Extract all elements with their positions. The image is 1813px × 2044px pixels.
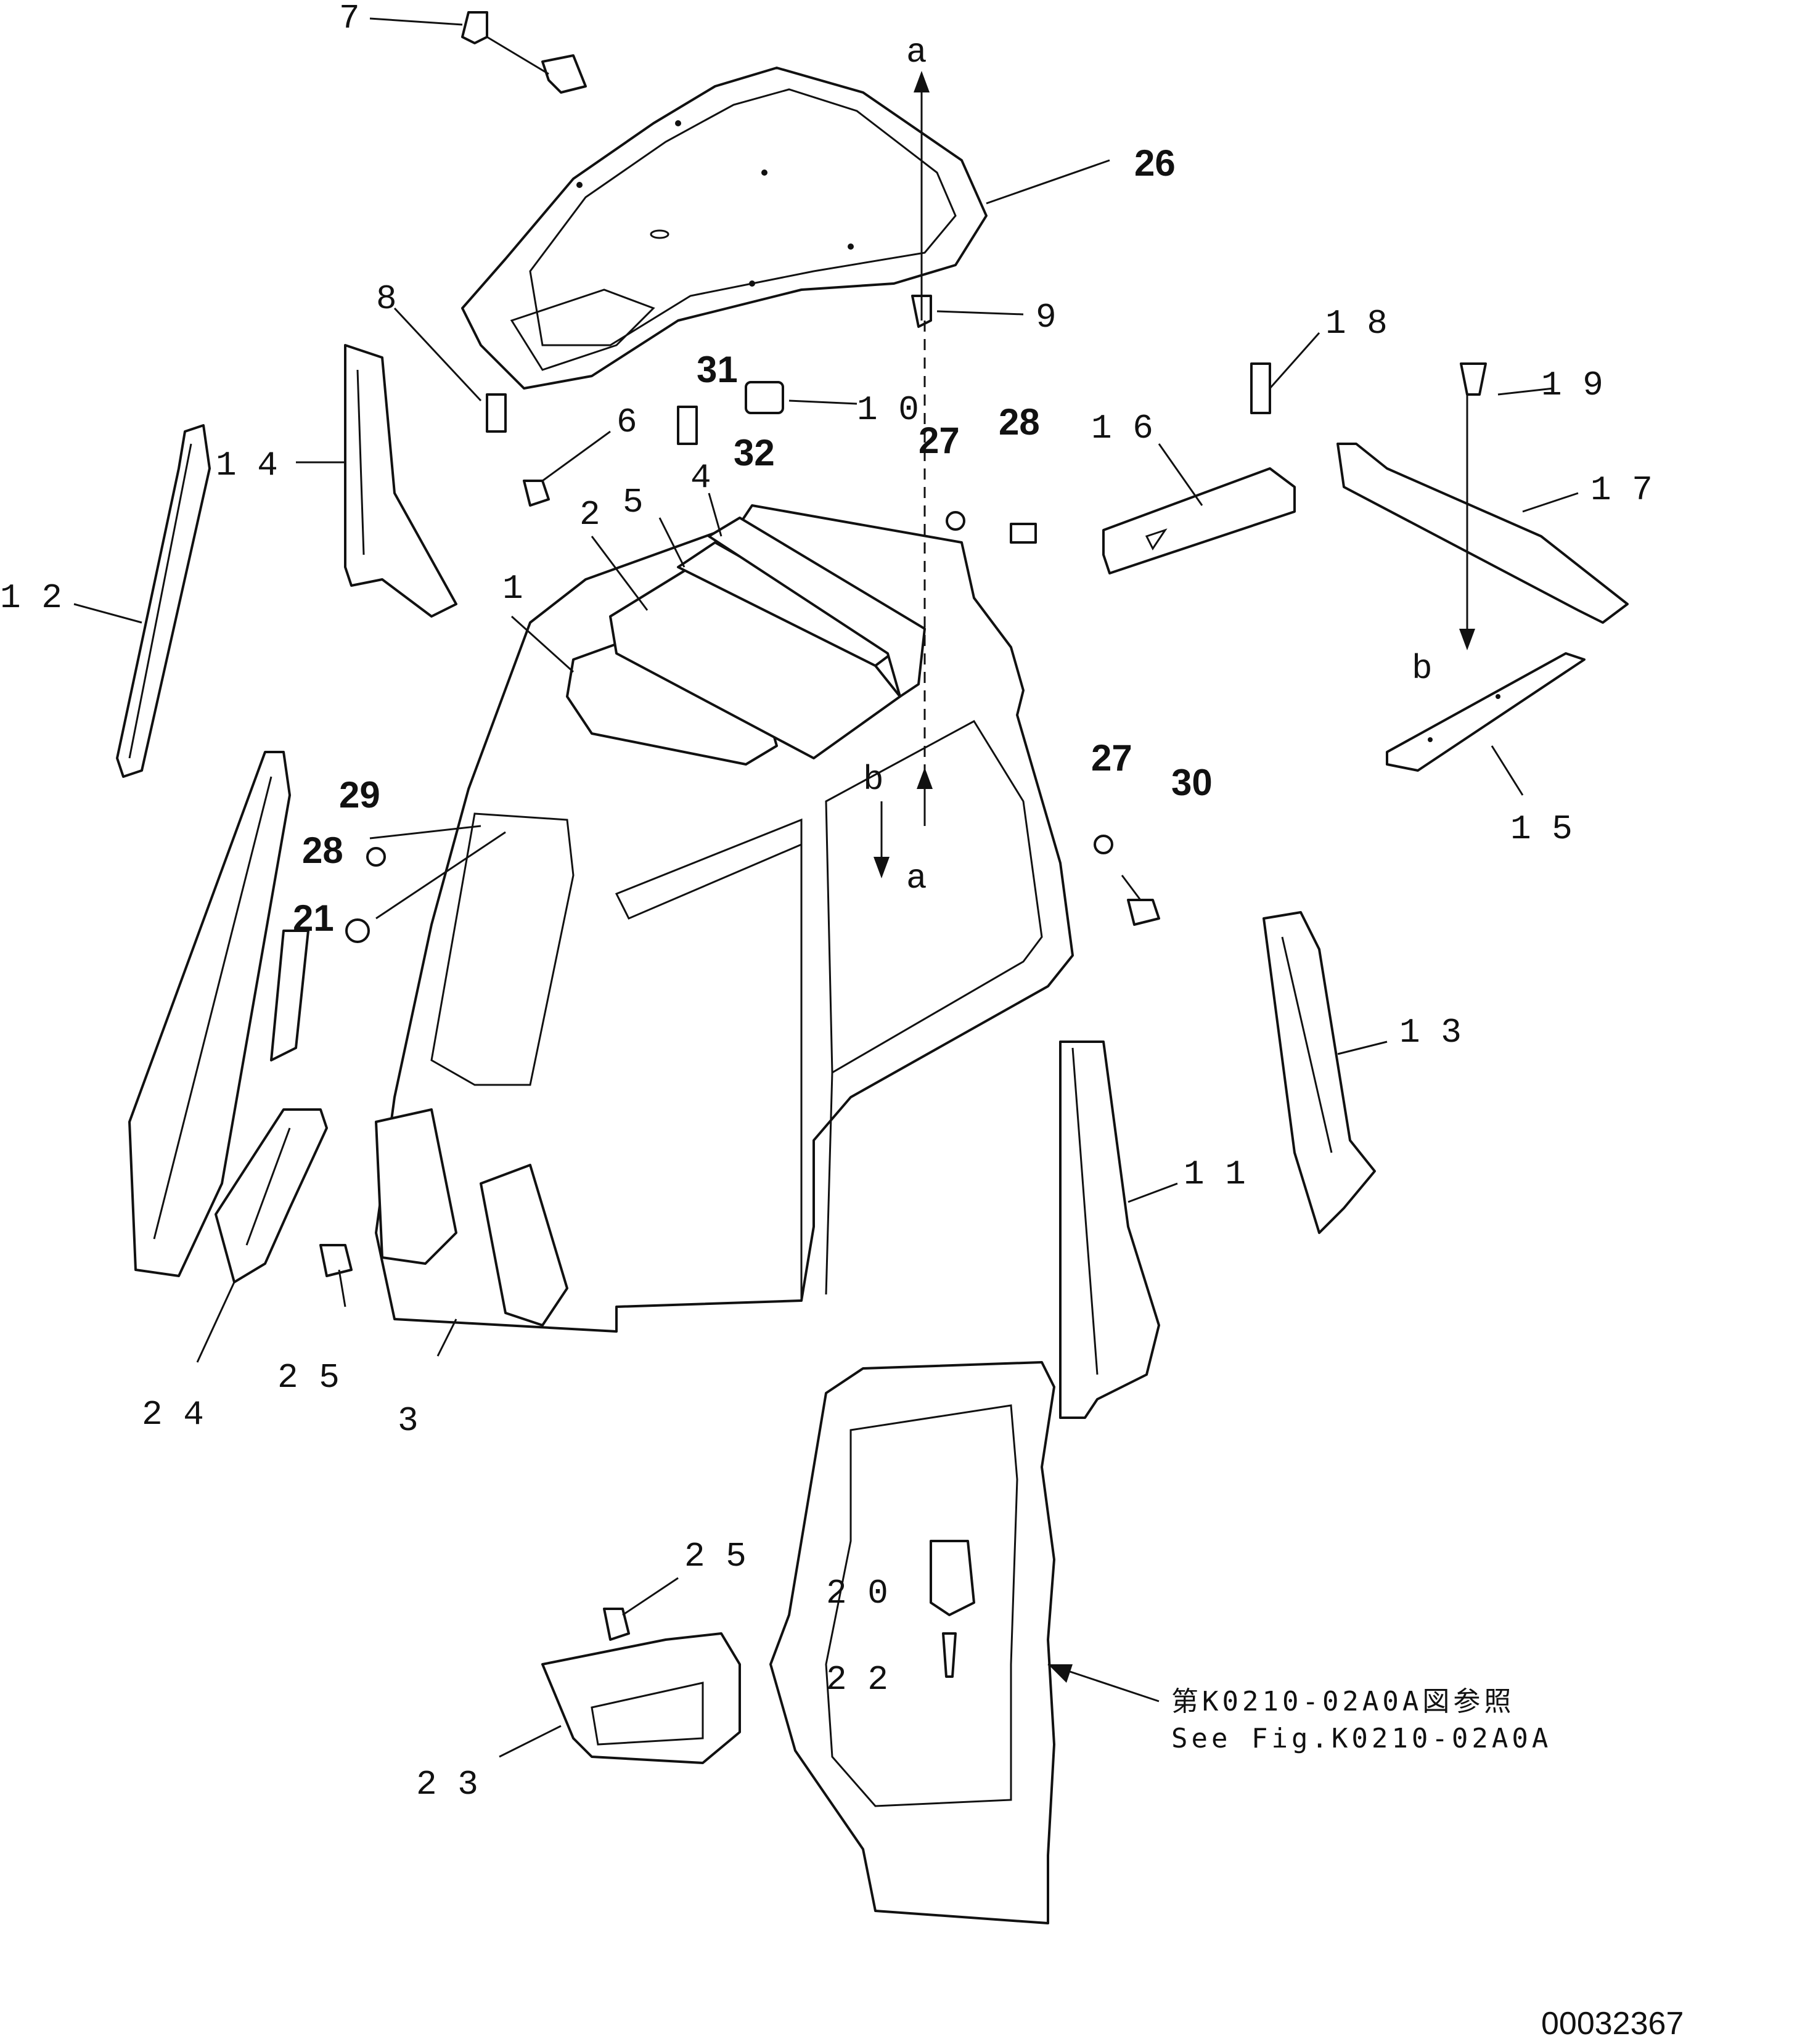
- callout-25-left: 2 5: [277, 1358, 340, 1397]
- callout-19: 1 9: [1541, 366, 1603, 405]
- reference-note-ja: 第K0210-02A0A図参照: [1171, 1686, 1515, 1717]
- door-assembly: [769, 1361, 1055, 1924]
- callout-25-door: 2 5: [684, 1537, 747, 1576]
- part-16-rail: [1102, 467, 1296, 574]
- part-15-rail: [1386, 652, 1586, 772]
- arrow-label-a-top: a: [906, 33, 927, 72]
- callout-13: 1 3: [1399, 1013, 1462, 1052]
- part-14-pillar-trim: [344, 344, 457, 618]
- document-number: 00032367: [1541, 2006, 1684, 2042]
- callout-9: 9: [1036, 298, 1057, 337]
- part-21-clip: [270, 930, 309, 1061]
- callout-24: 2 4: [142, 1395, 204, 1434]
- callout-28-top: 28: [999, 401, 1040, 443]
- part-23-panel: [541, 1632, 741, 1764]
- cab-frame: [375, 504, 1074, 1333]
- callout-15: 1 5: [1510, 809, 1573, 849]
- part-12-pillar-trim: [116, 424, 211, 778]
- leader-lines: [73, 17, 1579, 1758]
- callout-4: 4: [690, 458, 711, 497]
- fasteners: [319, 11, 1487, 1678]
- reference-note-en: See Fig.K0210-02A0A: [1171, 1723, 1552, 1754]
- part-11-pillar-trim: [1059, 1040, 1160, 1419]
- callout-32: 32: [734, 432, 775, 473]
- callout-23: 2 3: [416, 1765, 478, 1804]
- callout-22: 2 2: [826, 1660, 888, 1699]
- callout-30: 30: [1171, 762, 1213, 803]
- callout-2: 2: [579, 495, 600, 534]
- callout-3: 3: [398, 1401, 419, 1441]
- arrow-label-b-mid: b: [863, 760, 884, 799]
- callout-10: 1 0: [857, 390, 919, 430]
- callout-7: 7: [339, 0, 360, 38]
- callout-8: 8: [376, 279, 397, 319]
- part-17-rail: [1336, 443, 1629, 624]
- callout-21: 21: [293, 897, 334, 939]
- callout-29: 29: [339, 774, 380, 816]
- callout-17: 1 7: [1590, 470, 1653, 510]
- arrow-label-b-right: b: [1412, 649, 1433, 689]
- callout-12: 1 2: [0, 578, 62, 618]
- part-13-pillar-trim: [1263, 911, 1376, 1234]
- callout-28-left: 28: [302, 830, 343, 871]
- callout-20: 2 0: [826, 1574, 888, 1613]
- part-4-roof-pad: [708, 517, 926, 698]
- callout-11: 1 1: [1184, 1155, 1246, 1194]
- callout-27-top: 27: [919, 420, 960, 461]
- callout-26: 26: [1134, 142, 1176, 184]
- arrow-label-a-mid: a: [906, 859, 927, 898]
- callout-31: 31: [697, 349, 738, 390]
- part-left-long-trim: [128, 751, 291, 1277]
- part-26-roof-liner: [461, 67, 988, 390]
- flow-arrows: [874, 71, 1475, 878]
- callout-1: 1: [502, 569, 523, 608]
- callout-16: 1 6: [1091, 409, 1153, 448]
- callout-labels: 7 8 26 9 1 0 31 32 6 1 4 1 2 2 5 4 1 27 …: [0, 0, 1684, 2042]
- callout-5: 5: [623, 483, 644, 522]
- callout-14: 1 4: [216, 446, 278, 485]
- callout-27-right: 27: [1091, 737, 1132, 779]
- part-24-cover: [215, 1108, 328, 1283]
- part-3-side-pads: [375, 1108, 568, 1327]
- callout-18: 1 8: [1325, 304, 1388, 343]
- callout-6: 6: [616, 403, 637, 442]
